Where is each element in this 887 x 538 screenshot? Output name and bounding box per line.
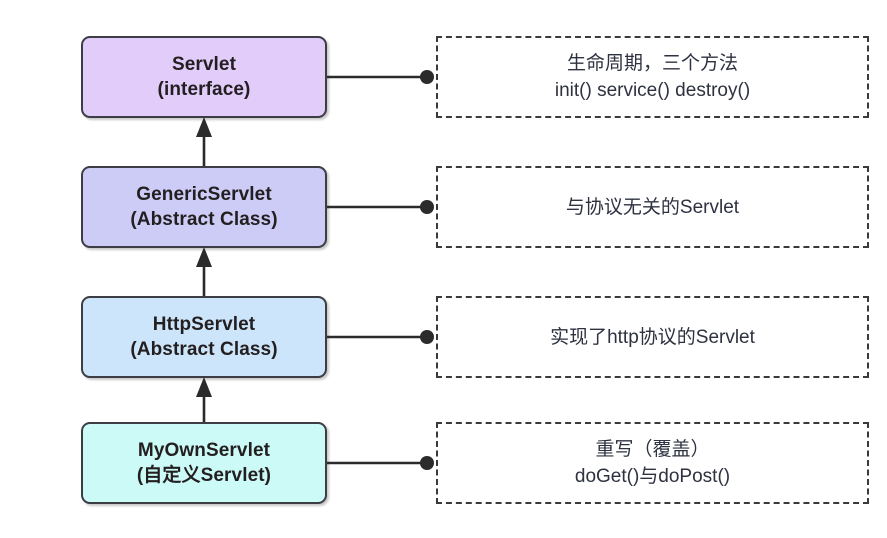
class-box-httpservlet[interactable]: HttpServlet (Abstract Class): [81, 296, 327, 378]
connector-generic-note-dot: [420, 200, 434, 214]
class-box-httpservlet-kind: (Abstract Class): [130, 339, 278, 360]
class-box-myownservlet-kind: (自定义Servlet): [136, 465, 272, 486]
arrow-http-to-generic-head: [196, 247, 212, 267]
class-box-servlet-name: Servlet: [171, 54, 237, 75]
note-box-httpservlet-line1: 实现了http协议的Servlet: [550, 326, 755, 348]
connector-myown-note-dot: [420, 456, 434, 470]
arrow-generic-to-servlet-head: [196, 117, 212, 137]
note-box-servlet-line2: init() service() destroy(): [554, 80, 751, 101]
note-box-myownservlet-line2: doGet()与doPost(): [574, 466, 731, 487]
note-box-myownservlet[interactable]: 重写（覆盖） doGet()与doPost(): [436, 422, 869, 504]
arrow-myown-to-http-head: [196, 377, 212, 397]
note-box-httpservlet[interactable]: 实现了http协议的Servlet: [436, 296, 869, 378]
connector-servlet-note-dot: [420, 70, 434, 84]
note-box-genericservlet[interactable]: 与协议无关的Servlet: [436, 166, 869, 248]
note-box-genericservlet-line1: 与协议无关的Servlet: [565, 196, 740, 218]
connector-http-note-dot: [420, 330, 434, 344]
class-box-myownservlet[interactable]: MyOwnServlet (自定义Servlet): [81, 422, 327, 504]
class-box-servlet[interactable]: Servlet (interface): [81, 36, 327, 118]
note-box-myownservlet-line1: 重写（覆盖）: [595, 439, 710, 460]
class-box-genericservlet-kind: (Abstract Class): [130, 209, 278, 230]
class-box-myownservlet-name: MyOwnServlet: [137, 440, 271, 461]
note-box-servlet-line1: 生命周期，三个方法: [566, 53, 738, 74]
class-box-genericservlet[interactable]: GenericServlet (Abstract Class): [81, 166, 327, 248]
class-box-genericservlet-name: GenericServlet: [136, 184, 272, 205]
class-box-httpservlet-name: HttpServlet: [152, 314, 256, 335]
class-box-servlet-kind: (interface): [157, 79, 251, 100]
note-box-servlet[interactable]: 生命周期，三个方法 init() service() destroy(): [436, 36, 869, 118]
